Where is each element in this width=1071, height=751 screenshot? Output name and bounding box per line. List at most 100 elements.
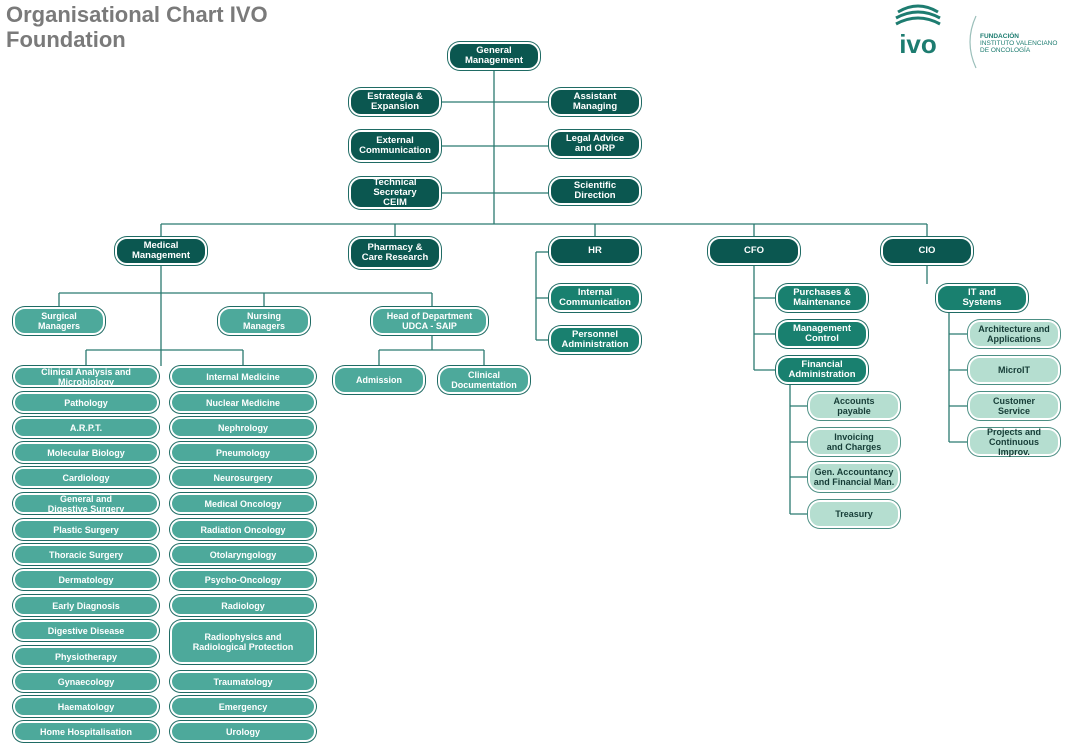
node-label-line: Managers <box>242 321 286 331</box>
node-label-line: Financial <box>801 359 843 370</box>
node-label: Pathology <box>64 398 108 408</box>
node-label-line: Direction <box>574 190 616 201</box>
node-c1-12: Gynaecology <box>13 671 159 692</box>
node-label: Clinical Analysis and Microbiology <box>18 367 154 387</box>
node-label: Dermatology <box>58 575 113 585</box>
node-label-line: Radiophysics and <box>204 632 282 642</box>
node-label-line: CEIM <box>383 197 407 208</box>
node-label: CFO <box>744 246 764 256</box>
node-c1-9: Early Diagnosis <box>13 595 159 616</box>
node-label: Gynaecology <box>58 677 115 687</box>
node-c2-11: Traumatology <box>170 671 316 692</box>
node-label-line: Control <box>805 333 839 344</box>
node-label-line: Digestive Surgery <box>47 503 125 514</box>
node-label: Digestive Disease <box>48 626 125 636</box>
node-c1-2: A.R.P.T. <box>13 417 159 438</box>
node-label: Neurosurgery <box>213 473 272 483</box>
node-hr: HR <box>549 237 641 265</box>
node-label-line: Treasury <box>835 509 873 519</box>
node-label: Nephrology <box>218 423 268 433</box>
node-label-line: Admission <box>355 375 402 385</box>
node-label-line: Communication <box>359 145 431 156</box>
node-label-line: Home Hospitalisation <box>39 726 132 737</box>
node-label-line: Customer <box>992 396 1035 406</box>
node-label-line: Documentation <box>451 380 517 390</box>
node-label-line: Nephrology <box>217 422 268 433</box>
node-microit: MicroIT <box>968 356 1060 384</box>
node-label: Emergency <box>219 702 268 712</box>
page-title: Organisational Chart IVO Foundation <box>6 2 268 52</box>
node-label: Early Diagnosis <box>52 601 120 611</box>
node-label-line: Clinical <box>467 370 500 380</box>
node-treasury: Treasury <box>808 500 900 528</box>
foundation-line-2: DE ONCOLOGÍA <box>980 47 1031 54</box>
node-c2-12: Emergency <box>170 696 316 717</box>
node-label-line: Gen. Accountancy <box>814 467 894 477</box>
node-label-line: Management <box>131 250 191 261</box>
node-label: Psycho-Oncology <box>205 575 282 585</box>
node-label: Admission <box>356 375 402 385</box>
node-label-line: Invoicing <box>834 432 874 442</box>
node-label-line: Internal Medicine <box>206 371 280 382</box>
node-label-line: Maintenance <box>793 297 851 308</box>
node-admission: Admission <box>333 366 425 394</box>
node-label-line: Surgical <box>41 311 77 321</box>
node-c1-10: Digestive Disease <box>13 620 159 641</box>
node-label: Cardiology <box>62 473 109 483</box>
node-label-line: Radiation Oncology <box>200 524 286 535</box>
node-label-line: Emergency <box>218 701 268 712</box>
node-label-line: Psycho-Oncology <box>204 574 282 585</box>
node-label-line: Physiotherapy <box>54 651 118 662</box>
node-label-line: Legal Advice <box>565 133 625 144</box>
node-label: Traumatology <box>213 677 272 687</box>
node-label-line: Nuclear Medicine <box>205 397 281 408</box>
node-label-line: IT and <box>968 287 996 298</box>
node-c2-0: Internal Medicine <box>170 366 316 387</box>
node-label-line: Projects and <box>986 427 1042 437</box>
node-c2-3: Pneumology <box>170 442 316 463</box>
node-label-line: Care Research <box>361 252 429 263</box>
node-label-line: Accounts <box>833 396 875 406</box>
node-label-line: Architecture and <box>978 324 1050 334</box>
node-c1-13: Haematology <box>13 696 159 717</box>
node-label-line: Radiology <box>221 600 265 611</box>
node-label-line: General and <box>59 493 113 504</box>
node-label-line: Dermatology <box>58 574 114 585</box>
node-label-line: Management <box>464 55 524 66</box>
node-label-line: Assistant <box>573 91 617 102</box>
node-label-line: Technical Secretary <box>373 177 417 198</box>
node-c2-2: Nephrology <box>170 417 316 438</box>
node-label-line: and Charges <box>826 442 882 452</box>
node-purchases: Purchases &Maintenance <box>776 284 868 312</box>
node-label: Urology <box>226 727 260 737</box>
node-label: Nuclear Medicine <box>206 398 280 408</box>
node-label-line: CFO <box>743 245 765 256</box>
node-label: Estrategia &Expansion <box>367 92 422 112</box>
node-label-line: Early Diagnosis <box>52 600 120 611</box>
logo-divider-arc-icon <box>969 15 977 69</box>
node-c1-3: Molecular Biology <box>13 442 159 463</box>
node-label-line: Head of Department <box>386 311 473 321</box>
node-label: Haematology <box>58 702 115 712</box>
foundation-label: FUNDACIÓN <box>980 33 1019 40</box>
